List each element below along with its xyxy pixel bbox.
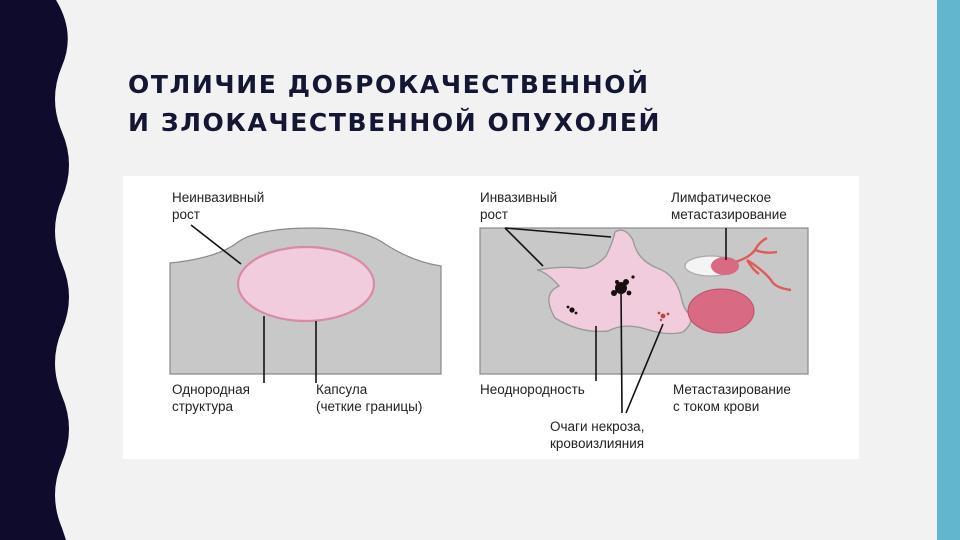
label-blood-metastasis: Метастазирование с током крови (673, 382, 791, 414)
leader-necrosis-2 (625, 323, 664, 414)
malignant-tumor-panel (479, 227, 809, 414)
label-invasive-growth: Инвазивный рост (480, 190, 558, 222)
malignant-tumor-mass (536, 229, 692, 335)
hemorrhage-foci (657, 311, 670, 322)
leader-necrosis-1 (620, 287, 623, 414)
label-necrosis-hemorrhage: Очаги некроза, кровоизлияния (550, 419, 645, 451)
slide-title-line-1: ОТЛИЧИЕ ДОБРОКАЧЕСТВЕННОЙ (128, 70, 650, 99)
slide-title: ОТЛИЧИЕ ДОБРОКАЧЕСТВЕННОЙ И ЗЛОКАЧЕСТВЕН… (128, 66, 661, 142)
benign-tumor-panel (169, 224, 442, 383)
tumor-comparison-drawing (169, 224, 809, 414)
left-wave-shape (0, 0, 69, 540)
tumor-comparison-figure: Неинвазивный рост Однородная структура К… (123, 176, 859, 459)
label-noninvasive-growth: Неинвазивный рост (172, 190, 265, 222)
lymph-vessel-branches (734, 236, 792, 292)
label-capsule: Капсула (четкие границы) (316, 382, 423, 414)
benign-tumor-mass (236, 245, 376, 323)
leader-invasive-2 (504, 227, 612, 238)
leader-invasive-1 (504, 227, 544, 267)
leader-noninvasive (190, 224, 242, 265)
left-wave-band (0, 0, 69, 540)
label-homogeneous-structure: Однородная структура (172, 382, 250, 414)
label-lymphatic-metastasis: Лимфатическое метастазирование (671, 190, 787, 222)
lymph-vessel (684, 236, 792, 292)
right-accent-band (937, 0, 960, 540)
blood-metastasis (687, 288, 755, 334)
slide-title-line-2: И ЗЛОКАЧЕСТВЕННОЙ ОПУХОЛЕЙ (128, 108, 662, 137)
label-heterogeneity: Неоднородность (480, 382, 585, 397)
lymph-node-right (711, 257, 739, 275)
